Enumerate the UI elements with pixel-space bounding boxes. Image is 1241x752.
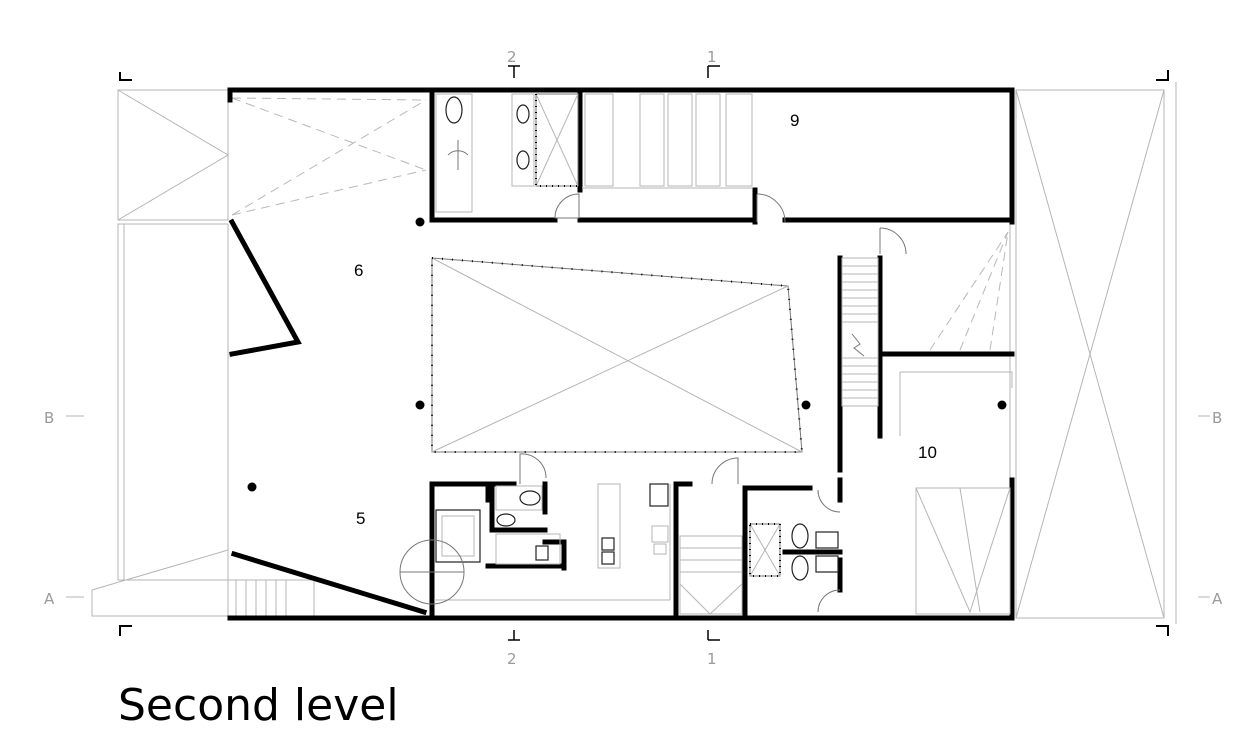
left-terrace xyxy=(91,89,315,617)
grid-label-bottom-2: 2 xyxy=(507,650,517,668)
closet-units-room-9 xyxy=(582,93,753,189)
structural-columns xyxy=(247,217,1007,492)
grid-markers xyxy=(66,65,1210,641)
corner-marks xyxy=(119,70,1169,636)
grid-label-right-b: B xyxy=(1212,409,1222,427)
room-number-9: 9 xyxy=(790,111,799,130)
grid-label-top-1: 1 xyxy=(707,48,717,66)
lower-service-fixtures xyxy=(399,453,841,615)
central-courtyard xyxy=(431,256,804,453)
upper-bathroom-fixtures xyxy=(435,93,786,223)
grid-label-top-2: 2 xyxy=(507,48,517,66)
grid-label-right-a: A xyxy=(1212,590,1223,608)
main-stair xyxy=(841,227,907,407)
room-number-10: 10 xyxy=(918,443,937,462)
room-number-5: 5 xyxy=(356,509,365,528)
grid-label-left-a: A xyxy=(44,590,55,608)
room-number-6: 6 xyxy=(354,261,363,280)
dashed-skylight-lines xyxy=(231,97,1009,351)
walls xyxy=(227,87,1015,621)
grid-label-left-b: B xyxy=(44,409,54,427)
grid-label-bottom-1: 1 xyxy=(707,650,717,668)
right-terrace xyxy=(1009,82,1177,624)
room-10-features xyxy=(899,371,1013,615)
drawing-title: Second level xyxy=(118,680,399,731)
